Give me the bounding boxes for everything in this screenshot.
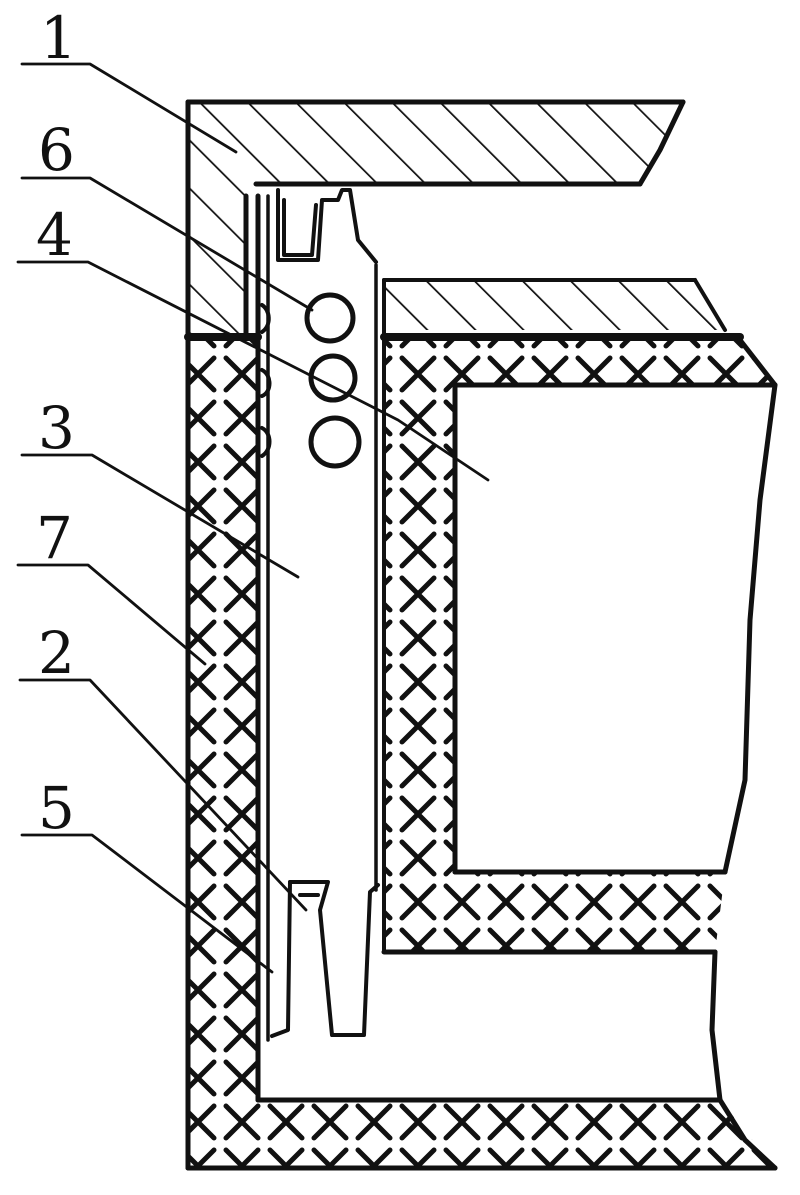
coil-rings xyxy=(304,292,362,469)
label-6: 6 xyxy=(38,116,75,184)
leader-1 xyxy=(20,62,238,154)
label-5: 5 xyxy=(38,774,75,842)
leader-6 xyxy=(20,176,314,312)
left-beads xyxy=(260,303,272,458)
leader-3 xyxy=(20,453,300,579)
upper-connector xyxy=(276,188,378,264)
shelf-outline xyxy=(382,278,727,954)
label-1: 1 xyxy=(40,4,77,72)
ring-2 xyxy=(308,353,358,403)
outer-outline xyxy=(185,99,778,1171)
label-7: 7 xyxy=(36,504,73,572)
leader-lines xyxy=(16,62,490,974)
shelf-hatched-wall xyxy=(384,280,725,330)
ring-1 xyxy=(304,292,356,344)
upper-hatched-wall xyxy=(188,102,683,333)
lower-channel-outline xyxy=(255,193,778,1171)
leader-7 xyxy=(16,563,207,666)
label-4: 4 xyxy=(36,201,73,269)
inner-insulation xyxy=(384,340,775,952)
outer-insulation xyxy=(188,340,775,1168)
central-tube xyxy=(266,194,378,1042)
label-2: 2 xyxy=(38,619,75,687)
label-3: 3 xyxy=(38,394,75,462)
lower-connector xyxy=(270,880,380,1038)
leader-4 xyxy=(16,260,490,482)
inner-cavity-outline xyxy=(381,337,778,955)
ring-3 xyxy=(308,415,362,469)
leader-5 xyxy=(20,833,274,974)
leader-2 xyxy=(18,678,308,912)
